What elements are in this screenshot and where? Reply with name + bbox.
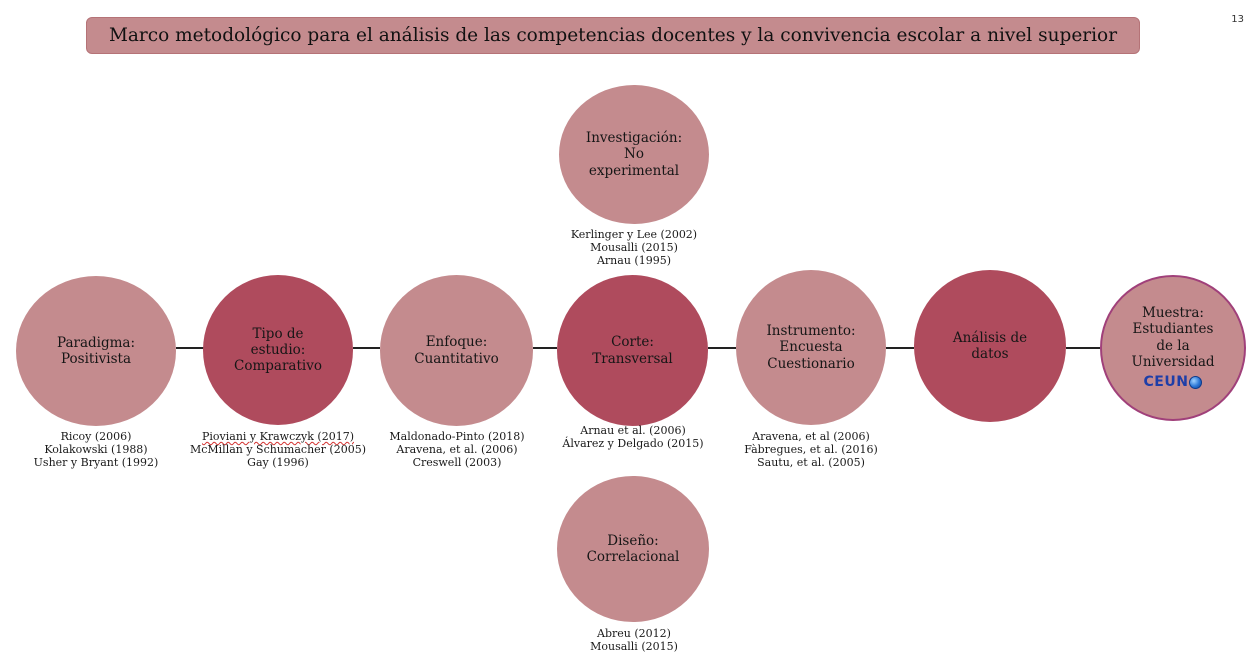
globe-icon: [1189, 375, 1203, 389]
logo-text: CEUN: [1143, 373, 1189, 390]
connector-analisis-muestra: [1066, 347, 1100, 349]
ref-line: Mousalli (2015): [590, 241, 678, 254]
ref-line: Arnau et al. (2006): [580, 424, 686, 437]
refs-diseno: Abreu (2012) Mousalli (2015): [559, 627, 709, 653]
page-number: 13: [1231, 14, 1244, 25]
ref-line: Abreu (2012): [597, 627, 671, 640]
ref-line: McMillan y Schumacher (2005): [189, 443, 367, 456]
node-diseno-label: Diseño: Correlacional: [586, 532, 680, 565]
refs-investigacion: Kerlinger y Lee (2002) Mousalli (2015) A…: [559, 228, 709, 267]
ref-line: Sautu, et al. (2005): [757, 456, 865, 469]
node-muestra-label: Muestra: Estudiantes de la Universidad: [1131, 305, 1215, 370]
node-instrumento-label: Instrumento: Encuesta Cuestionario: [766, 323, 856, 372]
node-muestra: Muestra: Estudiantes de la Universidad C…: [1100, 275, 1246, 421]
ref-line: Gay (1996): [247, 456, 309, 469]
node-investigacion: Investigación: No experimental: [559, 85, 709, 224]
connector-tipo-enfoque: [353, 347, 380, 349]
ref-line: Fàbregues, et al. (2016): [744, 443, 878, 456]
ref-line: Álvarez y Delgado (2015): [562, 437, 704, 450]
connector-enfoque-corte: [533, 347, 557, 349]
ref-line: Creswell (2003): [412, 456, 502, 469]
ref-line: Ricoy (2006): [60, 430, 132, 443]
ref-line: Arnau (1995): [596, 254, 671, 267]
node-tipo-estudio: Tipo de estudio: Comparativo: [203, 275, 353, 425]
ref-line: Usher y Bryant (1992): [33, 456, 159, 469]
ref-line: Mousalli (2015): [590, 640, 678, 653]
connector-instrumento-analisis: [886, 347, 914, 349]
ref-line: Pioviani y Krawczyk (2017): [201, 430, 354, 443]
node-investigacion-label: Investigación: No experimental: [585, 130, 683, 179]
connector-corte-instrumento: [708, 347, 736, 349]
connector-paradigma-tipo: [176, 347, 204, 349]
refs-tipo-estudio: Pioviani y Krawczyk (2017) McMillan y Sc…: [180, 430, 376, 469]
ref-line: Aravena, et al. (2006): [396, 443, 518, 456]
node-diseno: Diseño: Correlacional: [557, 476, 709, 622]
ref-line: Kolakowski (1988): [44, 443, 148, 456]
ref-line: Maldonado-Pinto (2018): [389, 430, 525, 443]
node-enfoque-label: Enfoque: Cuantitativo: [414, 334, 499, 367]
diagram-title-text: Marco metodológico para el análisis de l…: [108, 25, 1118, 46]
node-analisis-label: Análisis de datos: [952, 329, 1028, 362]
ceuno-logo: CEUN: [1144, 374, 1203, 391]
diagram-title: Marco metodológico para el análisis de l…: [86, 17, 1140, 54]
refs-enfoque: Maldonado-Pinto (2018) Aravena, et al. (…: [374, 430, 540, 469]
node-tipo-estudio-label: Tipo de estudio: Comparativo: [234, 325, 322, 375]
refs-corte: Arnau et al. (2006) Álvarez y Delgado (2…: [548, 424, 718, 450]
node-paradigma-label: Paradigma: Positivista: [56, 334, 136, 367]
node-enfoque: Enfoque: Cuantitativo: [380, 275, 533, 426]
node-corte: Corte: Transversal: [557, 275, 708, 426]
node-analisis: Análisis de datos: [914, 270, 1066, 422]
ref-line: Kerlinger y Lee (2002): [570, 228, 698, 241]
refs-instrumento: Aravena, et al (2006) Fàbregues, et al. …: [726, 430, 896, 469]
ref-line: Aravena, et al (2006): [752, 430, 870, 443]
node-corte-label: Corte: Transversal: [592, 334, 673, 367]
node-instrumento: Instrumento: Encuesta Cuestionario: [736, 270, 886, 425]
refs-paradigma: Ricoy (2006) Kolakowski (1988) Usher y B…: [6, 430, 186, 469]
node-paradigma: Paradigma: Positivista: [16, 276, 176, 426]
